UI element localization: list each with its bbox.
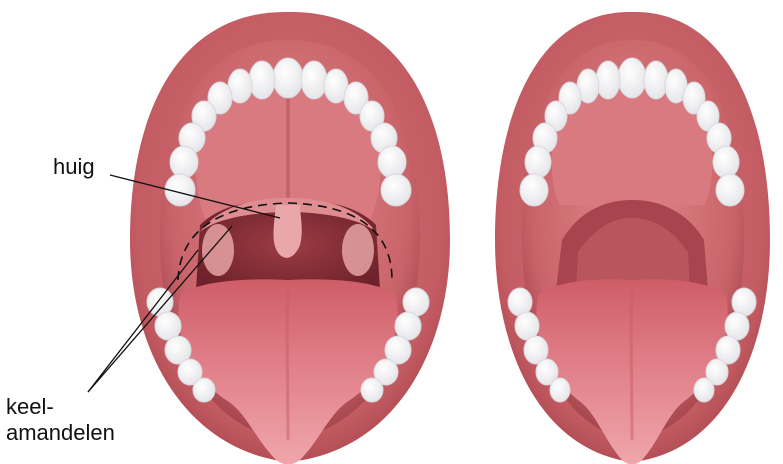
label-tonsils-line1: keel- bbox=[6, 394, 115, 420]
tonsil-right bbox=[342, 224, 374, 276]
tonsil-left bbox=[202, 224, 234, 276]
tongue-groove bbox=[287, 290, 288, 440]
label-tonsils-line2: amandelen bbox=[6, 420, 115, 446]
label-uvula: huig bbox=[53, 154, 95, 180]
mouth-with-tonsils bbox=[88, 12, 450, 464]
label-tonsils: keel- amandelen bbox=[6, 394, 115, 446]
tongue-groove bbox=[631, 290, 632, 440]
uvula bbox=[274, 205, 302, 258]
mouth-without-tonsils bbox=[495, 12, 770, 464]
